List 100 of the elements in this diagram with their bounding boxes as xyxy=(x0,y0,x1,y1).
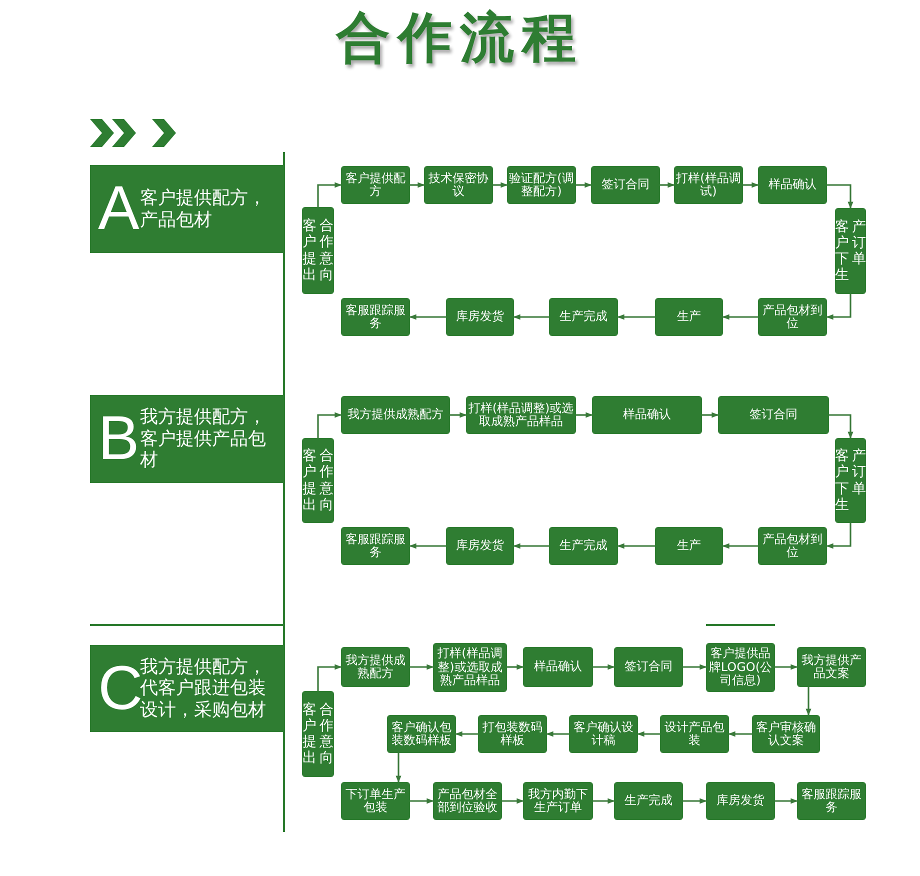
title: 合作流程 xyxy=(334,4,585,71)
step-label: 下订单生产包装 xyxy=(344,788,406,814)
process-box xyxy=(446,527,514,565)
step-label: 生产 xyxy=(677,539,701,553)
process-box xyxy=(424,166,493,204)
process-box xyxy=(706,782,775,820)
process-box xyxy=(674,166,743,204)
process-box xyxy=(591,166,660,204)
arrow xyxy=(502,798,524,804)
arrow xyxy=(683,664,707,670)
step-label: 产品包材到位 xyxy=(762,304,824,330)
arrow xyxy=(593,798,615,804)
process-box xyxy=(341,166,410,204)
arrow xyxy=(617,543,655,549)
arrow xyxy=(409,314,446,320)
process-box xyxy=(302,438,334,523)
arrow xyxy=(617,314,655,320)
process-box xyxy=(569,715,638,753)
section-banner xyxy=(90,165,284,253)
step-label: 我方提供成熟配方 xyxy=(348,408,444,422)
process-box xyxy=(507,166,576,204)
arrow xyxy=(722,543,758,549)
arrow xyxy=(507,664,524,670)
step-label: 客服跟踪服务 xyxy=(800,788,862,814)
step-label: 样品确认 xyxy=(534,660,582,674)
process-box xyxy=(341,298,410,336)
step-label: 客户下生产订单 xyxy=(835,218,866,284)
step-label: 验证配方(调整配方) xyxy=(509,172,574,198)
arrow xyxy=(513,314,549,320)
process-box xyxy=(835,208,866,294)
arrow xyxy=(775,664,798,670)
process-box xyxy=(758,527,827,565)
process-box xyxy=(718,396,829,434)
step-label: 库房发货 xyxy=(456,310,504,324)
step-label: 技术保密协议 xyxy=(428,172,490,198)
arrow xyxy=(775,798,798,804)
arrow xyxy=(743,182,759,188)
step-label: 打样(样品调整)或选取成熟产品样品 xyxy=(436,647,504,688)
step-label: 库房发货 xyxy=(456,539,504,553)
step-label: 我方提供产品文案 xyxy=(800,654,862,680)
step-label: 打样(样品调整)或选取成熟产品样品 xyxy=(468,402,574,428)
process-box xyxy=(758,166,827,204)
step-label: 样品确认 xyxy=(623,408,671,422)
step-label: 生产完成 xyxy=(560,310,608,324)
process-box xyxy=(835,438,866,523)
process-box xyxy=(446,298,514,336)
step-label: 生产 xyxy=(677,310,701,324)
section-banner xyxy=(90,395,284,483)
process-box xyxy=(549,298,618,336)
process-box xyxy=(797,782,866,820)
process-box xyxy=(302,207,334,294)
arrow xyxy=(317,664,342,691)
step-label: 样品确认 xyxy=(768,178,816,192)
section-letter: A xyxy=(98,178,140,240)
arrow xyxy=(410,664,434,670)
step-label: 客户提出合作意向 xyxy=(302,218,334,283)
arrow xyxy=(702,412,719,418)
process-box xyxy=(433,782,502,820)
step-label: 客服跟踪服务 xyxy=(344,304,406,330)
arrow xyxy=(829,414,854,439)
step-label: 客服跟踪服务 xyxy=(344,532,406,560)
arrow xyxy=(826,294,852,320)
process-box xyxy=(797,647,866,687)
arrow xyxy=(450,412,467,418)
process-box xyxy=(341,782,410,820)
process-box xyxy=(466,396,576,434)
arrow xyxy=(683,798,707,804)
step-label: 客户提供配方 xyxy=(344,172,406,198)
step-label: 签订合同 xyxy=(750,408,798,422)
arrow xyxy=(593,664,615,670)
step-label: 我方提供成熟配方 xyxy=(344,654,406,680)
arrow xyxy=(396,753,402,783)
process-box xyxy=(341,647,410,687)
step-label: 我方内勤下生产订单 xyxy=(527,788,589,814)
process-box xyxy=(655,298,723,336)
arrow xyxy=(827,184,854,209)
step-label: 客户提出合作意向 xyxy=(302,448,334,513)
arrow xyxy=(409,543,446,549)
step-label: 客户提供品牌LOGO(公司信息) xyxy=(708,647,773,688)
step-label: 签订合同 xyxy=(602,178,650,192)
section-heading: 客户提供配方，产品包材 xyxy=(140,187,267,231)
section-heading: 我方提供配方，代客户跟进包装设计，采购包材 xyxy=(140,656,267,721)
arrow xyxy=(493,182,508,188)
step-label: 产品包材全部到位验收 xyxy=(436,788,498,814)
arrow xyxy=(317,182,342,207)
process-box xyxy=(523,647,593,687)
arrow xyxy=(722,314,758,320)
step-label: 客户下生产订单 xyxy=(835,448,866,513)
arrow xyxy=(317,412,342,438)
process-box xyxy=(655,527,723,565)
arrow xyxy=(513,543,549,549)
step-label: 打包装数码样板 xyxy=(482,720,544,748)
arrow xyxy=(546,731,569,737)
step-label: 客户确认包装数码样板 xyxy=(390,720,452,748)
arrow xyxy=(728,731,752,737)
step-label: 签订合同 xyxy=(624,660,672,674)
process-box xyxy=(387,715,456,753)
process-box xyxy=(660,715,729,753)
arrow xyxy=(455,731,478,737)
step-label: 客户审核确认文案 xyxy=(755,720,817,748)
